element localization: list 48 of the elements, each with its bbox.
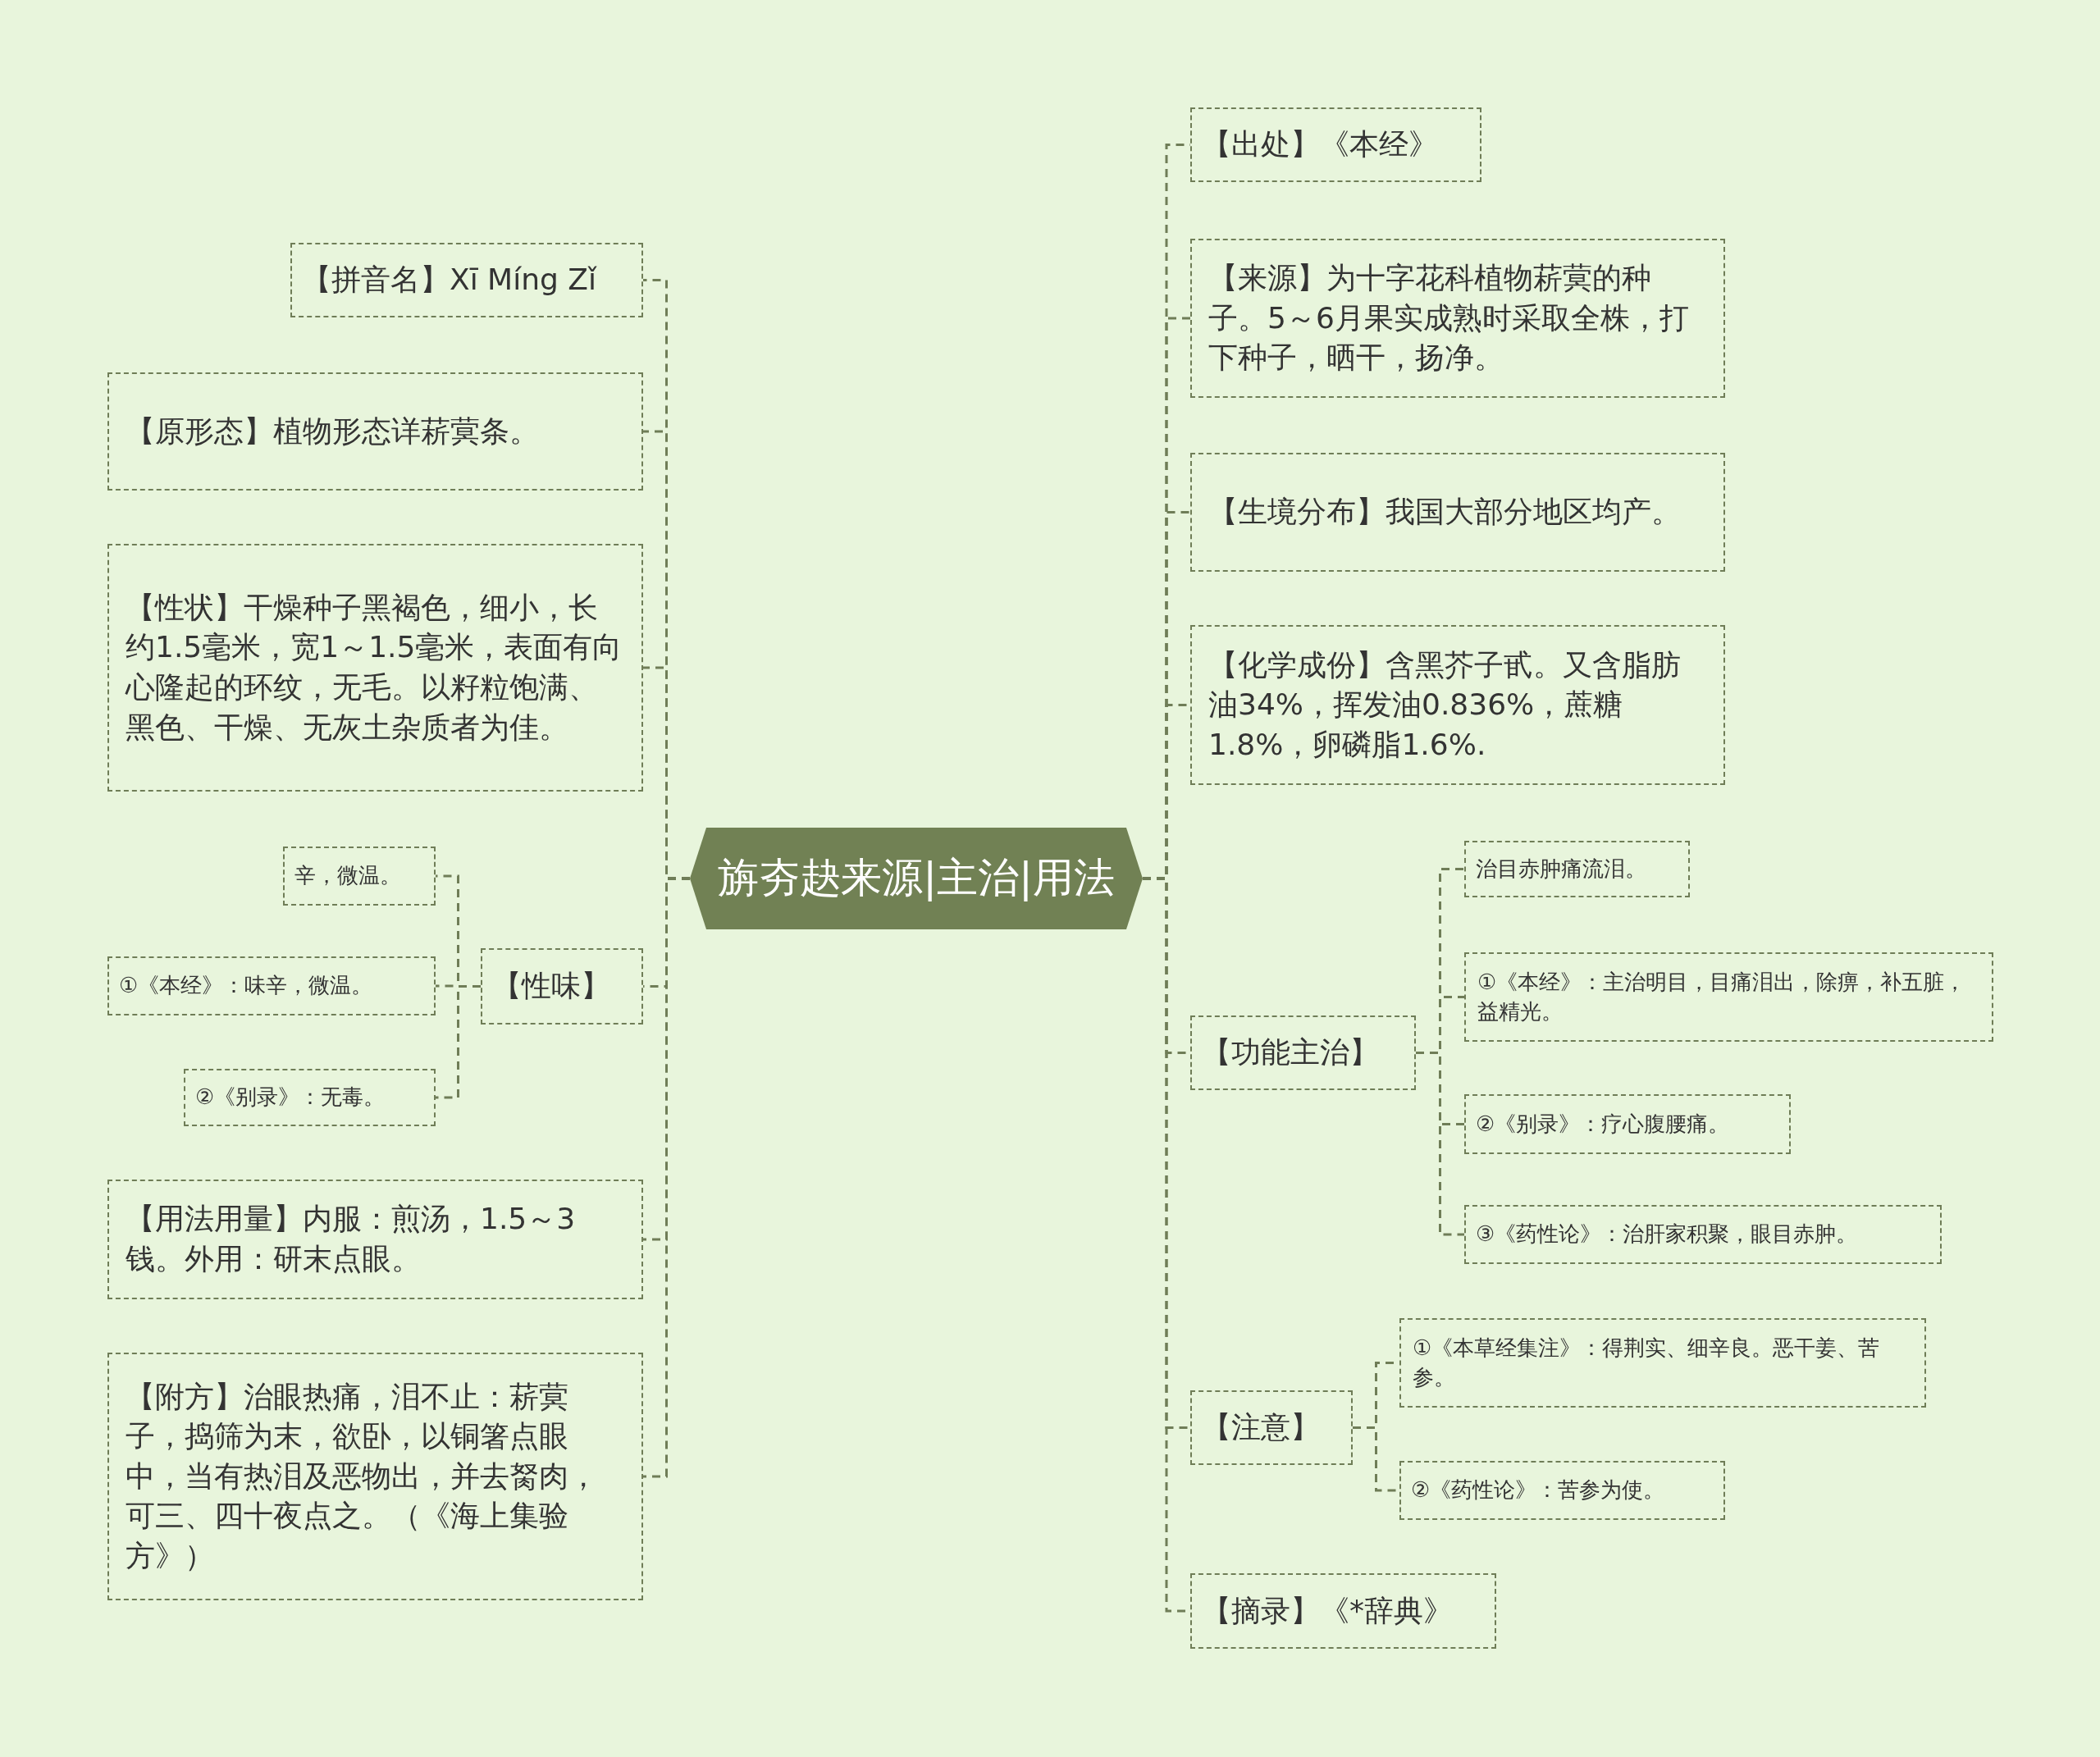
box-text: ③《药性论》：治肝家积聚，眼目赤肿。 — [1476, 1221, 1858, 1248]
text-box — [184, 1069, 436, 1126]
text-box — [107, 956, 436, 1015]
box-text: 【原形态】植物形态详菥蓂条。 — [126, 413, 539, 450]
text-box — [1464, 952, 1993, 1042]
text-box — [1190, 239, 1725, 398]
text-box — [290, 243, 643, 317]
text-box — [1190, 1015, 1416, 1090]
box-text: 【化学成份】含黑芥子甙。又含脂肪油34%，挥发油0.836%，蔗糖1.8%，卵磷脂1.6%. — [1208, 646, 1682, 763]
box-text: 【生境分布】我国大部分地区均产。 — [1208, 494, 1681, 531]
box-text: 辛，微温。 — [294, 862, 401, 890]
connector-line — [1416, 1052, 1464, 1236]
box-text: ②《别录》：无毒。 — [195, 1084, 386, 1111]
text-box — [107, 1180, 643, 1299]
box-text: 【附方】治眼热痛，泪不止：菥蓂子，捣筛为末，欲卧，以铜箸点眼中，当有热泪及恶物出，并去胬肉，可三、四十夜点之。（《海上集验方》） — [126, 1378, 599, 1574]
box-text: ①《本草经集注》：得荆实、细辛良。恶干姜、苦参。 — [1413, 1335, 1881, 1391]
topic-text: 旃夯赽来源|主治|用法 — [718, 853, 1115, 904]
text-box — [1399, 1318, 1926, 1408]
box-text: 【功能主治】 — [1202, 1034, 1379, 1071]
text-box — [107, 544, 643, 792]
box-text: 【性味】 — [492, 968, 610, 1005]
box-text: 【性状】干燥种子黑褐色，细小，长约1.5毫米，宽1～1.5毫米，表面有向心隆起的环纹，无毛。以籽粒饱满、黑色、干燥、无灰土杂质者为佳。 — [126, 589, 623, 746]
box-text: 【出处】《本经》 — [1202, 126, 1438, 163]
box-text: 治目赤肿痛流泪。 — [1476, 855, 1646, 883]
box-text: 【用法用量】内服：煎汤，1.5～3钱。外用：研末点眼。 — [126, 1201, 577, 1277]
text-box — [1190, 1573, 1496, 1649]
topic-hexagon — [690, 828, 1143, 929]
text-box — [1190, 107, 1481, 182]
text-box — [1464, 841, 1690, 897]
box-text: 【拼音名】Xī Míng Zǐ — [302, 262, 596, 299]
box-text: 【来源】为十字花科植物菥蓂的种子。5～6月果实成熟时采取全株，打下种子，晒干，扬净。 — [1208, 260, 1690, 376]
text-box — [1190, 1390, 1353, 1465]
text-box — [1190, 625, 1725, 785]
box-text: ①《本经》：主治明目，目痛泪出，除痹，补五脏，益精光。 — [1477, 969, 1967, 1025]
box-text: ②《药性论》：苦参为使。 — [1411, 1476, 1665, 1504]
text-box — [1190, 453, 1725, 572]
text-box — [107, 1353, 643, 1600]
connector-line — [436, 985, 481, 1099]
box-text: ②《别录》：疗心腹腰痛。 — [1476, 1110, 1730, 1138]
text-box — [1464, 1094, 1791, 1154]
text-box — [1399, 1461, 1725, 1520]
text-box — [107, 372, 643, 491]
text-box — [481, 948, 643, 1025]
box-text: 【注意】 — [1202, 1409, 1320, 1446]
text-box — [1464, 1205, 1942, 1264]
box-text: ①《本经》：味辛，微温。 — [119, 972, 373, 1000]
text-box — [283, 847, 436, 906]
box-text: 【摘录】《*辞典》 — [1202, 1592, 1453, 1629]
